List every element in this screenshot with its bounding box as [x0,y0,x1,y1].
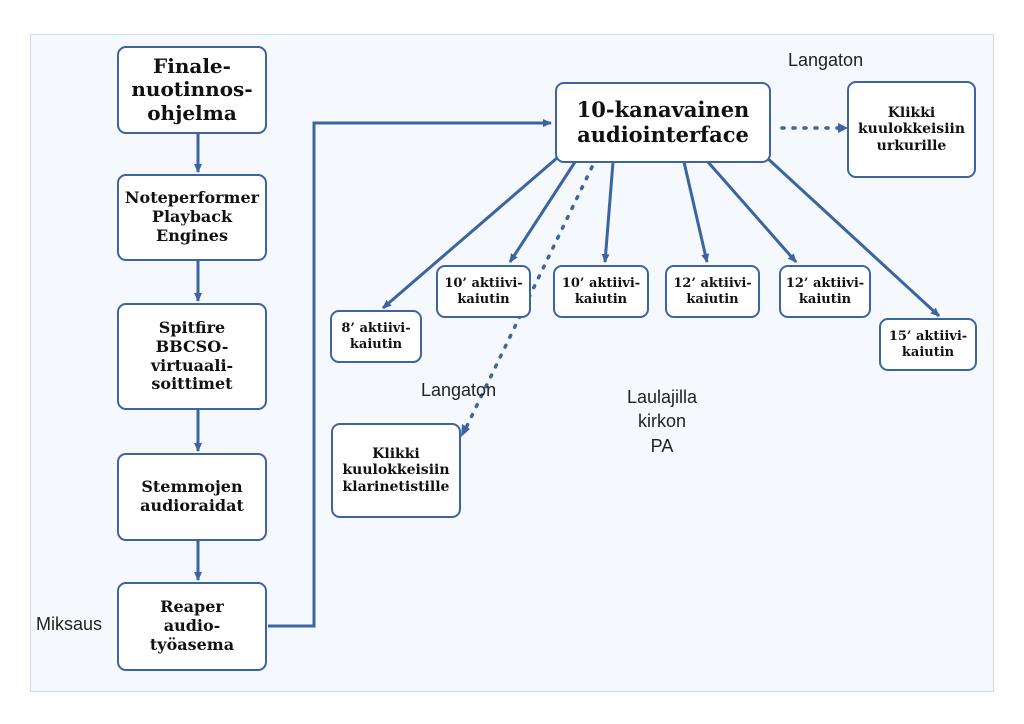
speaker-8-box: 8’ aktiivi- kaiutin [330,310,422,363]
singers-pa-label: Laulajilla kirkon PA [626,387,698,456]
noteperformer-box: Noteperformer Playback Engines [117,174,267,261]
arrowhead-clarinet [461,424,470,437]
arrow-interface-spk10a [508,161,577,263]
arrow-interface-spk12b [706,161,798,263]
arrow-reaper-interface [268,119,552,628]
arrowhead-organ [838,123,848,133]
finale-box: Finale- nuotinnos- ohjelma [117,46,267,134]
speaker-10a-box: 10’ aktiivi- kaiutin [436,265,531,318]
click-clarinet-box: Klikki kuulokkeisiin klarinetistille [331,423,461,518]
spitfire-box: Spitfire BBCSO- virtuaali- soittimet [117,303,267,410]
speaker-12b-box: 12’ aktiivi- kaiutin [779,265,871,318]
arrow-interface-spk15 [763,154,941,318]
mixing-label: Miksaus [36,614,103,634]
stems-box: Stemmojen audioraidat [117,453,267,541]
speaker-10b-box: 10’ aktiivi- kaiutin [553,265,649,318]
arrow-interface-spk8 [382,156,558,310]
wireless-label-mid: Langaton [421,380,497,400]
speaker-12a-box: 12’ aktiivi- kaiutin [665,265,760,318]
wireless-label-top: Langaton [788,50,864,70]
arrow-interface-spk12a [682,161,710,263]
audio-interface-box: 10-kanavainen audiointerface [555,82,771,163]
reaper-box: Reaper audio- työasema [117,582,267,671]
arrow-interface-spk10b [601,161,615,263]
speaker-15-box: 15’ aktiivi- kaiutin [879,318,977,371]
click-organ-box: Klikki kuulokkeisiin urkurille [847,81,976,178]
